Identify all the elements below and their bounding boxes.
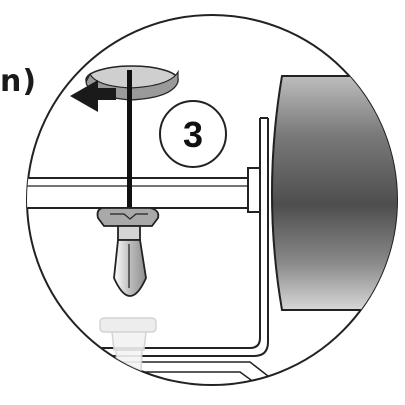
edge-text-fragment: n) bbox=[0, 64, 38, 99]
motor-housing bbox=[247, 75, 397, 311]
l-bracket bbox=[100, 117, 269, 357]
screwdriver-shaft bbox=[127, 70, 132, 208]
step-number: 3 bbox=[183, 114, 203, 155]
plastic-rivet-icon bbox=[96, 207, 160, 297]
step-number-badge: 3 bbox=[159, 100, 227, 168]
horizontal-rail bbox=[27, 177, 261, 209]
lower-frame bbox=[110, 361, 301, 385]
